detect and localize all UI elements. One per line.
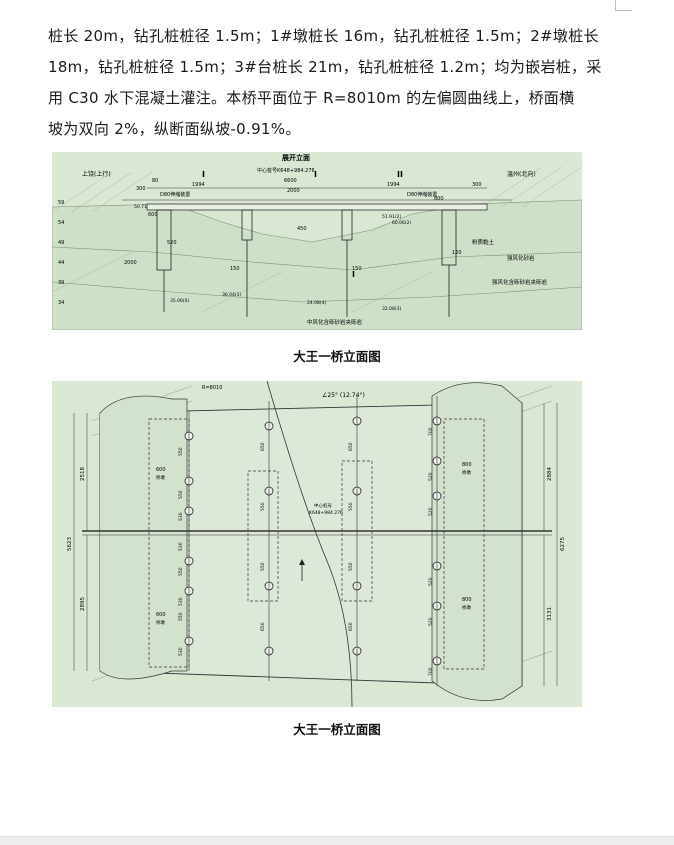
- pier-spacing: 520: [428, 617, 434, 626]
- pier-spacing: 520: [428, 577, 434, 586]
- pile-length-label: 450: [297, 226, 307, 232]
- pier-spacing: 550: [348, 562, 354, 571]
- elevation-label: 50.71: [134, 204, 147, 210]
- paragraph-line: 用 C30 水下混凝土灌注。本桥平面位于 R=8010m 的左偏圆曲线上，桥面横: [48, 89, 575, 107]
- left-direction-label: 上饶(上行): [82, 170, 111, 178]
- radius-note: R=8010: [202, 385, 222, 391]
- right-dim: 6275: [560, 537, 566, 551]
- span-sublabel: 桥墩: [462, 469, 471, 476]
- figure-caption: 大王一桥立面图: [293, 349, 381, 364]
- bridge-plan-drawing: 2518 5623 2895 2884 6275 3131 R=8010 ∠25…: [52, 381, 582, 707]
- soil-layer-label: 中风化含砾砂岩夹砾岩: [307, 318, 363, 326]
- station-value: K648+984.276: [277, 168, 315, 174]
- dim-small: 600: [148, 212, 158, 218]
- elevation-label: 36.04(1): [222, 292, 242, 298]
- span-sublabel: 桥墩: [462, 604, 471, 611]
- pile-spacing: 530: [178, 597, 184, 606]
- left-dim: 2895: [80, 597, 86, 611]
- pier-spacing: 550: [260, 562, 266, 571]
- pier-spacing: 700: [428, 667, 434, 676]
- pier-mark: II: [397, 170, 403, 179]
- pier-spacing: 650: [348, 622, 354, 631]
- expansion-joint-label: D80伸缩装置: [160, 191, 190, 198]
- page-corner-mark: [615, 0, 632, 11]
- dim-label: 300: [472, 182, 482, 188]
- pier-spacing: 520: [428, 472, 434, 481]
- dim-label: 1994: [192, 182, 205, 188]
- pier-spacing: 700: [428, 427, 434, 436]
- right-direction-label: 温州(北向): [507, 170, 536, 178]
- window-bottom-bar: [0, 836, 674, 845]
- pier-mark: I: [352, 270, 355, 279]
- pile-length-label: 150: [230, 266, 240, 272]
- center-station-label: 中心桩号: [257, 167, 277, 174]
- elevation-label: 60.06(2): [392, 220, 412, 226]
- span-label: 600: [156, 612, 166, 618]
- side-mark: 44: [58, 260, 64, 266]
- pier-mark: I: [202, 170, 205, 179]
- paragraph-line: 坡为双向 2%，纵断面纵坡-0.91%。: [48, 120, 301, 138]
- span-sublabel: 桥墩: [156, 474, 165, 481]
- side-mark: 39: [58, 280, 64, 286]
- pile-spacing: 550: [178, 612, 184, 621]
- dim-label: 6600: [284, 178, 297, 184]
- elevation-label: 51.91(2): [382, 214, 402, 220]
- pier-spacing: 550: [260, 502, 266, 511]
- dim-small: 80: [152, 178, 158, 184]
- side-mark: 34: [58, 300, 64, 306]
- pier-spacing: 550: [348, 502, 354, 511]
- side-mark: 49: [58, 240, 64, 246]
- right-dim: 3131: [547, 607, 553, 621]
- elevation-label: 35.06(0): [170, 298, 190, 304]
- paragraph-line: 18m，钻孔桩桩径 1.5m；3#台桩长 21m，钻孔桩桩径 1.2m；均为嵌岩…: [48, 58, 602, 76]
- pile-length-label: 520: [167, 240, 177, 246]
- paragraph-line: 桩长 20m，钻孔桩桩径 1.5m；1#墩桩长 16m，钻孔桩桩径 1.5m；2…: [48, 27, 599, 45]
- pile-spacing: 550: [178, 567, 184, 576]
- pile-spacing: 550: [178, 447, 184, 456]
- dim-label: 1994: [387, 182, 400, 188]
- expansion-joint-label: D80伸缩装置: [407, 191, 437, 198]
- span-label: 800: [462, 597, 472, 603]
- left-dim: 2518: [80, 467, 86, 481]
- pier-spacing: 520: [428, 507, 434, 516]
- figure-caption: 大王一桥立面图: [293, 722, 381, 737]
- pile-spacing: 550: [178, 490, 184, 499]
- body-paragraph: 桩长 20m，钻孔桩桩径 1.5m；1#墩桩长 16m，钻孔桩桩径 1.5m；2…: [48, 21, 602, 145]
- pier-spacing: 650: [348, 442, 354, 451]
- side-mark: 54: [58, 220, 64, 226]
- soil-layer-label: 粉质黏土: [472, 238, 495, 246]
- dim-small: 300: [136, 186, 146, 192]
- pile-length-label: 150: [352, 266, 362, 272]
- plan-svg: 2518 5623 2895 2884 6275 3131 R=8010 ∠25…: [67, 381, 566, 707]
- elevation-label: 32.08(3): [382, 306, 402, 312]
- pile-length-label: 2000: [124, 260, 137, 266]
- right-dim: 2884: [547, 467, 553, 481]
- elevation-svg: 展开立面 上饶(上行) 温州(北向) 中心桩号 K648+984.276 660…: [52, 153, 582, 330]
- pile-spacing: 530: [178, 512, 184, 521]
- angle-note: ∠25° (12.74°): [322, 392, 365, 399]
- soil-layer-label: 强风化含砾砂岩夹砾岩: [492, 278, 548, 286]
- span-label: 600: [156, 467, 166, 473]
- pier-spacing: 650: [260, 442, 266, 451]
- drawing-title: 展开立面: [281, 153, 310, 162]
- pile-spacing: 530: [178, 542, 184, 551]
- elevation-label: 24.08(4): [307, 300, 327, 306]
- center-station-label: 中心桩号: [314, 502, 332, 509]
- station-value: K648+984.276: [309, 510, 343, 516]
- span-sublabel: 桥墩: [156, 619, 165, 626]
- left-dim: 5623: [67, 537, 73, 551]
- soil-layer-label: 强风化砂岩: [507, 254, 535, 262]
- side-mark: 59: [58, 200, 64, 206]
- dim-small: 800: [434, 196, 444, 202]
- span-label: 800: [462, 462, 472, 468]
- pile-length-label: 120: [452, 250, 462, 256]
- dim-label: 2000: [287, 188, 300, 194]
- pier-mark: I: [314, 170, 317, 179]
- bridge-elevation-drawing: 展开立面 上饶(上行) 温州(北向) 中心桩号 K648+984.276 660…: [52, 152, 582, 330]
- pile-spacing: 530: [178, 647, 184, 656]
- pier-spacing: 650: [260, 622, 266, 631]
